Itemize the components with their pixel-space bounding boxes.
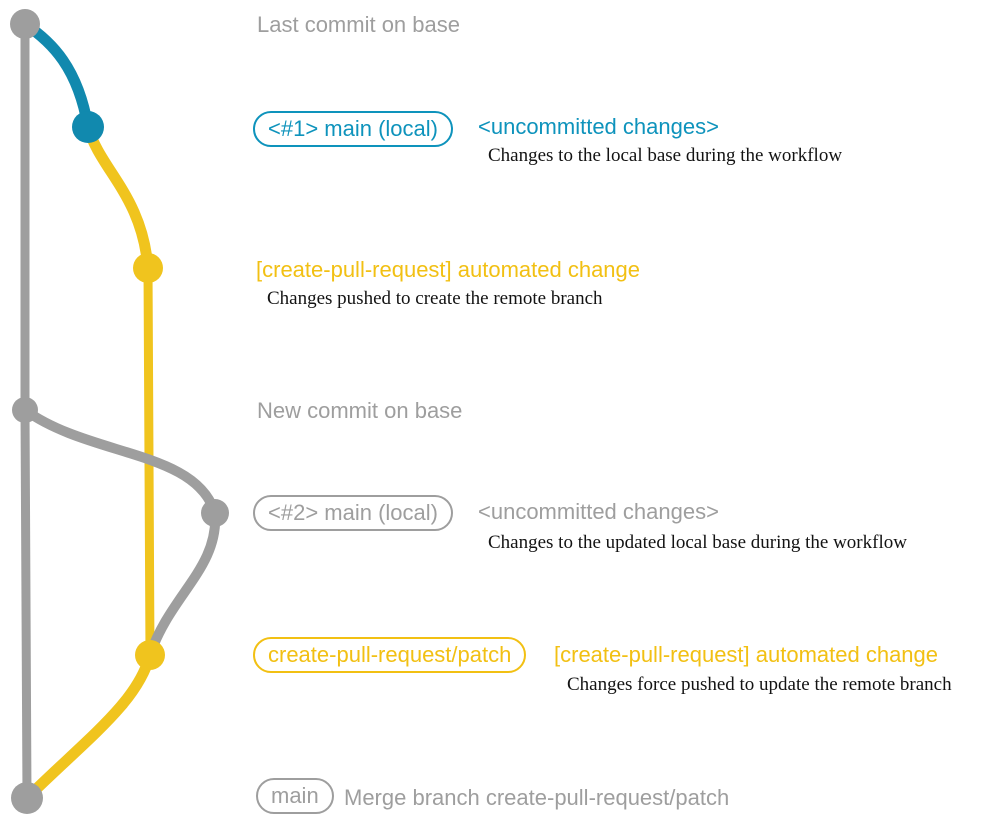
commit-main-local-2 (201, 499, 229, 527)
merge-commit-label: Merge branch create-pull-request/patch (344, 785, 730, 810)
commit-automated-change-1 (133, 253, 163, 283)
uncommitted-1-edge (19, 18, 94, 133)
commit-automated-change-2 (135, 640, 165, 670)
automated-change-2-title: [create-pull-request] automated change (554, 642, 939, 667)
last-commit-label: Last commit on base (257, 12, 460, 37)
branch-label-main: main (256, 778, 334, 814)
patch-branch-edge-1 (82, 121, 154, 274)
uncommitted-changes-1-caption: Changes to the local base during the wor… (488, 145, 843, 166)
rebase-edge (20, 405, 220, 518)
automated-change-2-caption: Changes force pushed to update the remot… (567, 674, 952, 695)
automated-change-1-caption: Changes pushed to create the remote bran… (267, 288, 603, 309)
branch-label-main-local-2: <#2> main (local) (253, 495, 453, 531)
new-commit-label: New commit on base (257, 398, 463, 423)
uncommitted-changes-2-title: <uncommitted changes> (478, 499, 719, 524)
commit-new-base (12, 397, 38, 423)
uncommitted-2-edge (145, 508, 221, 660)
merge-edge (21, 649, 156, 804)
commit-main-local-1 (72, 111, 104, 143)
branch-label-main-local-1: <#1> main (local) (253, 111, 453, 147)
automated-change-1-title: [create-pull-request] automated change (256, 257, 641, 282)
uncommitted-changes-2-caption: Changes to the updated local base during… (488, 532, 907, 553)
commit-merge (11, 782, 43, 814)
branch-label-patch: create-pull-request/patch (253, 637, 527, 673)
uncommitted-changes-1-title: <uncommitted changes> (478, 114, 719, 139)
commit-last-base (10, 9, 40, 39)
